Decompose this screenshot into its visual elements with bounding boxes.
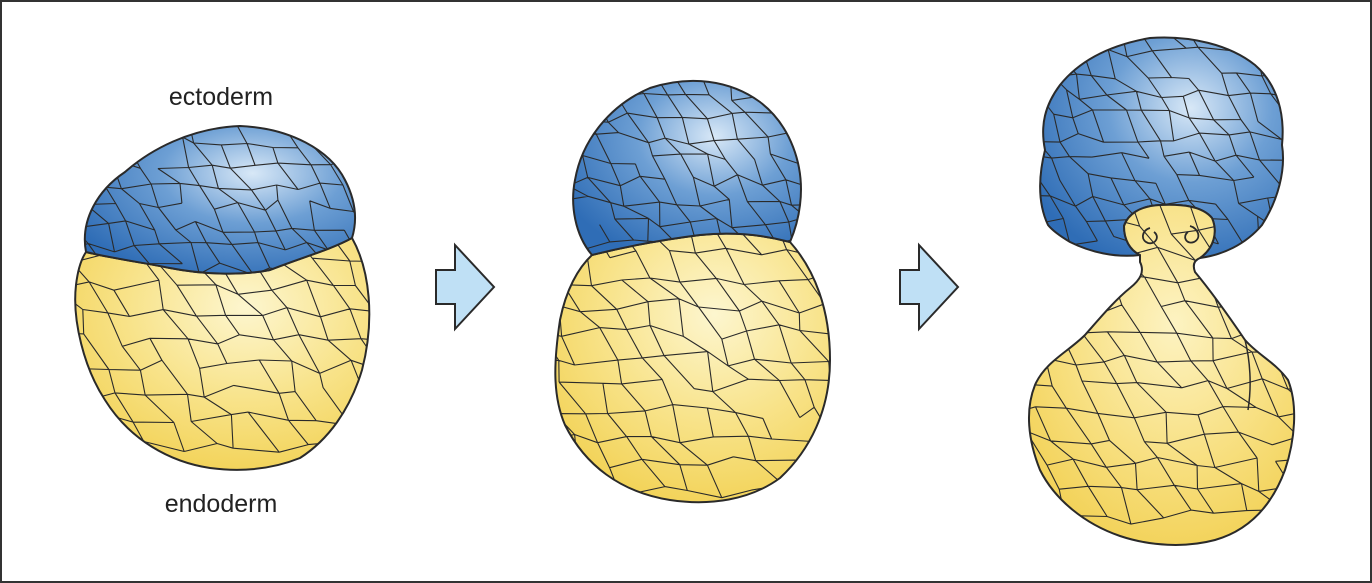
stage-2-endoderm	[554, 232, 832, 504]
endoderm-cell-network	[1028, 204, 1295, 525]
stage-1-ectoderm	[83, 124, 356, 275]
endoderm-cell-network	[75, 238, 370, 453]
stage-3-ectoderm	[1039, 36, 1284, 259]
endoderm-label: endoderm	[165, 490, 278, 518]
ectoderm-label: ectoderm	[169, 83, 273, 111]
right-arrow-icon	[435, 242, 496, 332]
stage-2-embryo	[554, 79, 832, 504]
right-arrow-icon	[899, 242, 960, 332]
stage-3-embryo	[1027, 36, 1296, 546]
stage-3-endoderm	[1027, 203, 1296, 546]
stage-1-embryo	[74, 124, 371, 471]
